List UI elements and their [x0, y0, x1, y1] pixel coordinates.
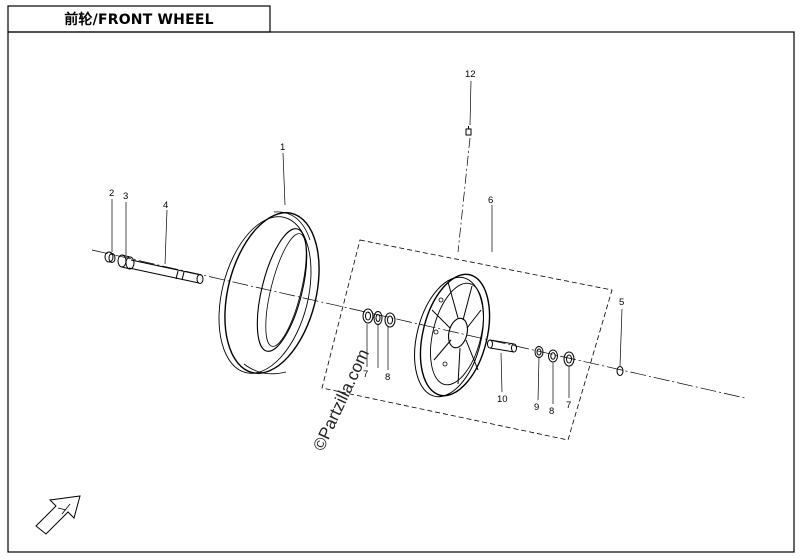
callout-2: 2 [109, 188, 114, 199]
callout-4: 4 [163, 200, 168, 211]
watermark-text: ©Partzilla.com [309, 346, 373, 454]
callout-6: 6 [488, 195, 493, 206]
spacer-part [487, 339, 517, 353]
callout-10: 10 [497, 394, 508, 405]
title-box: 前轮/FRONT WHEEL [8, 6, 270, 32]
callout-7a: 7 [363, 369, 368, 380]
callout-7b: 7 [566, 400, 571, 411]
collar-part [117, 254, 135, 270]
title-frame [7, 5, 271, 33]
rim-assembly-box [321, 239, 613, 441]
callout-8a: 8 [385, 372, 390, 383]
left-bearings [362, 308, 396, 328]
callout-1: 1 [280, 142, 285, 153]
callout-12: 12 [465, 69, 476, 80]
valve-centerline [457, 137, 471, 253]
right-bearings [534, 346, 624, 376]
axle-part [128, 259, 204, 284]
leader-lines [111, 80, 623, 404]
tire-part [218, 211, 320, 375]
page-border [7, 31, 795, 553]
rim-part [414, 273, 491, 398]
callout-3: 3 [123, 191, 128, 202]
callout-5: 5 [619, 297, 624, 308]
front-arrow-icon [35, 495, 81, 535]
callout-9: 9 [534, 402, 539, 413]
callout-8b: 8 [549, 406, 554, 417]
nut-part [104, 251, 116, 263]
valve-part [465, 126, 472, 136]
page-title: 前轮/FRONT WHEEL [64, 12, 214, 28]
